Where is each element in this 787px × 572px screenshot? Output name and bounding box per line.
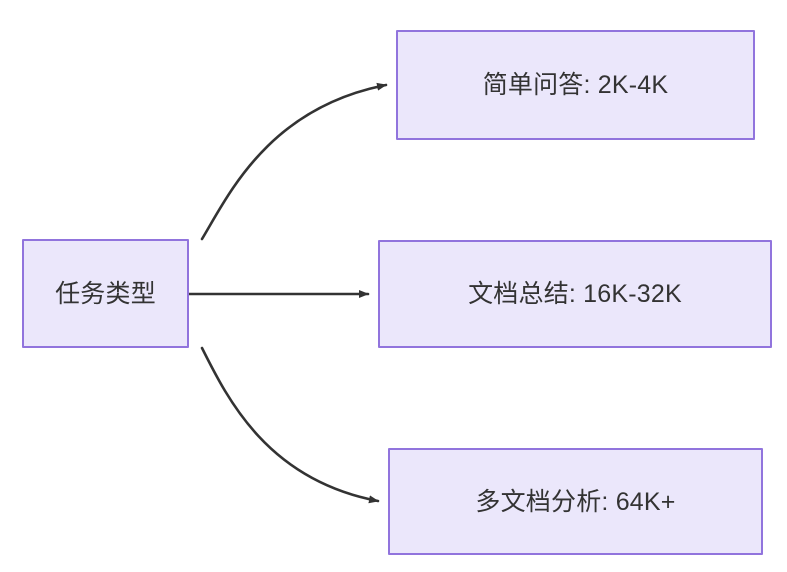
node-simple-qa-label: 简单问答: 2K-4K: [482, 71, 669, 99]
node-multi-doc-label: 多文档分析: 64K+: [475, 487, 676, 516]
node-task-type[interactable]: 任务类型: [22, 239, 189, 348]
node-simple-qa[interactable]: 简单问答: 2K-4K: [396, 30, 755, 140]
node-task-type-label: 任务类型: [55, 279, 156, 308]
node-doc-summary-label: 文档总结: 16K-32K: [468, 280, 682, 308]
node-multi-doc[interactable]: 多文档分析: 64K+: [388, 448, 763, 555]
node-doc-summary[interactable]: 文档总结: 16K-32K: [378, 240, 772, 348]
edge-to-simple-qa: [200, 82, 388, 241]
edge-to-multi-doc: [200, 346, 380, 504]
